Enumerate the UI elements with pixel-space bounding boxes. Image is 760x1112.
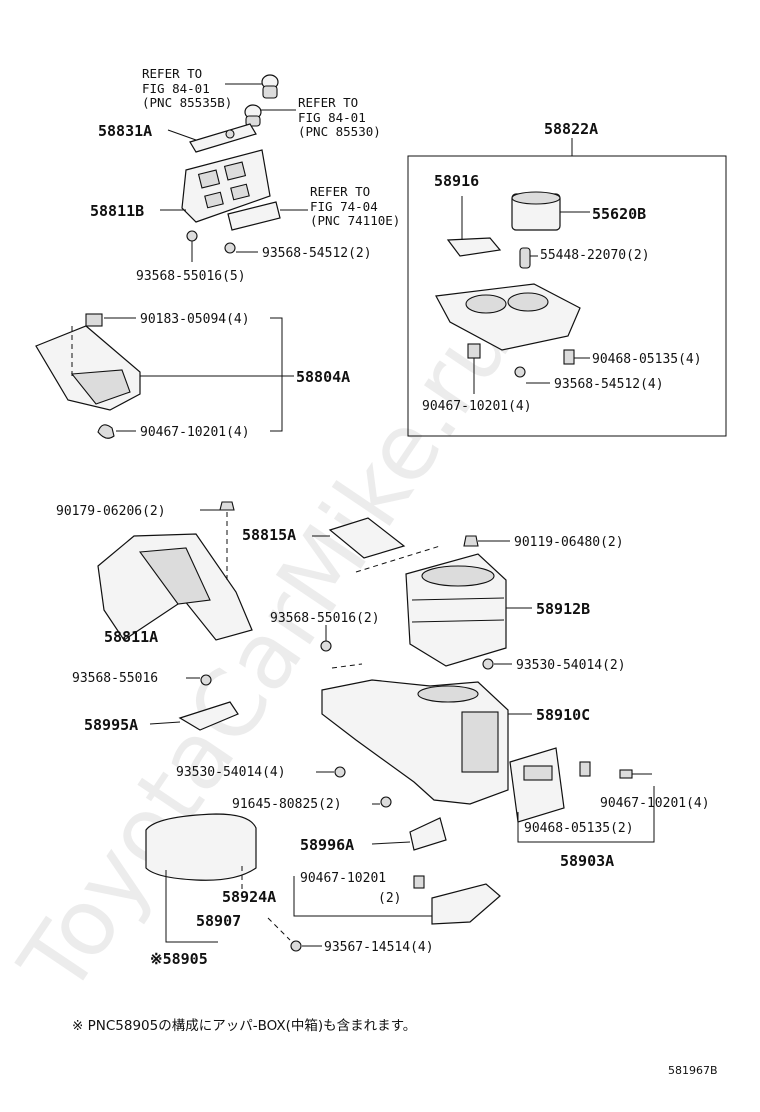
label-93530-54014-2: 93530-54014(2) — [516, 658, 626, 673]
part-58815a — [328, 517, 406, 559]
ref-3-line1: REFER TO — [310, 184, 370, 199]
part-55620b — [511, 191, 561, 231]
label-90467-qty-2: (2) — [378, 891, 401, 906]
label-58811b: 58811B — [90, 202, 144, 220]
screw-93530-54014-a — [482, 658, 494, 670]
ref-1-line1: REFER TO — [142, 66, 202, 81]
label-58996a: 58996A — [300, 836, 354, 854]
label-58912b: 58912B — [536, 600, 590, 618]
label-58903a: 58903A — [560, 852, 614, 870]
label-58811a: 58811A — [104, 628, 158, 646]
part-58995a — [178, 701, 239, 731]
ref-1-line3: (PNC 85535B) — [142, 95, 232, 110]
bulb-part-lower — [244, 104, 262, 127]
cup-holder-tray — [435, 283, 581, 351]
label-90468-05135-2: 90468-05135(2) — [524, 821, 634, 836]
bolt-90119-06480 — [463, 535, 479, 547]
ref-2-line1: REFER TO — [298, 95, 358, 110]
label-58910c: 58910C — [536, 706, 590, 724]
part-58811b — [181, 149, 271, 223]
part-58924a — [431, 883, 501, 925]
clip-90467-a — [467, 343, 481, 359]
part-58903a — [509, 747, 565, 823]
label-91645-80825-2: 91645-80825(2) — [232, 797, 342, 812]
label-58831a: 58831A — [98, 122, 152, 140]
screw-93568-55016-b — [320, 640, 332, 652]
label-58822a: 58822A — [544, 120, 598, 138]
label-58907: 58907 — [196, 912, 241, 930]
label-93567-14514-4: 93567-14514(4) — [324, 940, 434, 955]
bulb-part-upper — [261, 74, 279, 99]
label-93568-55016-2: 93568-55016(2) — [270, 611, 380, 626]
part-58910c — [321, 679, 509, 805]
label-58905: ※58905 — [150, 950, 208, 968]
label-58924a: 58924A — [222, 888, 276, 906]
ref-1-line2: FIG 84-01 — [142, 81, 210, 96]
bolt-91645-80825 — [380, 796, 392, 808]
part-58996a — [409, 817, 447, 851]
part-58831a — [189, 123, 257, 153]
label-93568-55016: 93568-55016 — [72, 671, 158, 686]
label-55620b: 55620B — [592, 205, 646, 223]
bolt-90179-06206 — [219, 501, 235, 511]
label-58804a: 58804A — [296, 368, 350, 386]
label-55448-22070-2: 55448-22070(2) — [540, 248, 650, 263]
label-93530-54014-4: 93530-54014(4) — [176, 765, 286, 780]
ref-3-line3: (PNC 74110E) — [310, 213, 400, 228]
screw-93568-55016 — [186, 230, 198, 262]
label-90179-06206-2: 90179-06206(2) — [56, 504, 166, 519]
ref-2-line3: (PNC 85530) — [298, 124, 381, 139]
assembly-box-58822a — [407, 155, 727, 437]
label-90468-05135-4: 90468-05135(4) — [592, 352, 702, 367]
label-90467-10201-4-c: 90467-10201(4) — [600, 796, 710, 811]
ref-2-line2: FIG 84-01 — [298, 110, 366, 125]
part-55448-22070 — [519, 247, 531, 269]
ref-3-line2: FIG 74-04 — [310, 199, 378, 214]
screw-93567-14514 — [290, 940, 302, 952]
clip-90467-b — [619, 769, 633, 779]
part-58811a — [97, 533, 253, 641]
label-90467-10201-4-a: 90467-10201(4) — [140, 425, 250, 440]
label-93568-54512-4: 93568-54512(4) — [554, 377, 664, 392]
clip-90467-c — [413, 875, 425, 889]
footnote: ※ PNC58905の構成にアッパ-BOX(中箱)も含まれます。 — [72, 1018, 416, 1034]
label-58916: 58916 — [434, 172, 479, 190]
label-93568-55016-5: 93568-55016(5) — [136, 269, 246, 284]
part-58912b — [405, 553, 507, 667]
label-90119-06480-2: 90119-06480(2) — [514, 535, 624, 550]
screw-93568-54512-b — [514, 366, 526, 378]
drawing-code: 581967B — [668, 1064, 718, 1077]
label-58815a: 58815A — [242, 526, 296, 544]
screw-93530-54014-b — [334, 766, 346, 778]
label-90467-10201: 90467-10201 — [300, 871, 386, 886]
screw-93568-54512 — [224, 242, 258, 254]
clip-90468-a — [563, 349, 575, 365]
part-58804a — [35, 313, 141, 439]
label-93568-54512-2: 93568-54512(2) — [262, 246, 372, 261]
label-90183-05094-4: 90183-05094(4) — [140, 312, 250, 327]
part-74110e — [227, 201, 281, 231]
part-58907-lid — [145, 813, 257, 881]
clip-90468-b — [579, 761, 591, 777]
label-90467-10201-4-b: 90467-10201(4) — [422, 399, 532, 414]
label-58995a: 58995A — [84, 716, 138, 734]
part-58916 — [446, 237, 502, 257]
screw-93568-55016-c — [200, 674, 212, 686]
